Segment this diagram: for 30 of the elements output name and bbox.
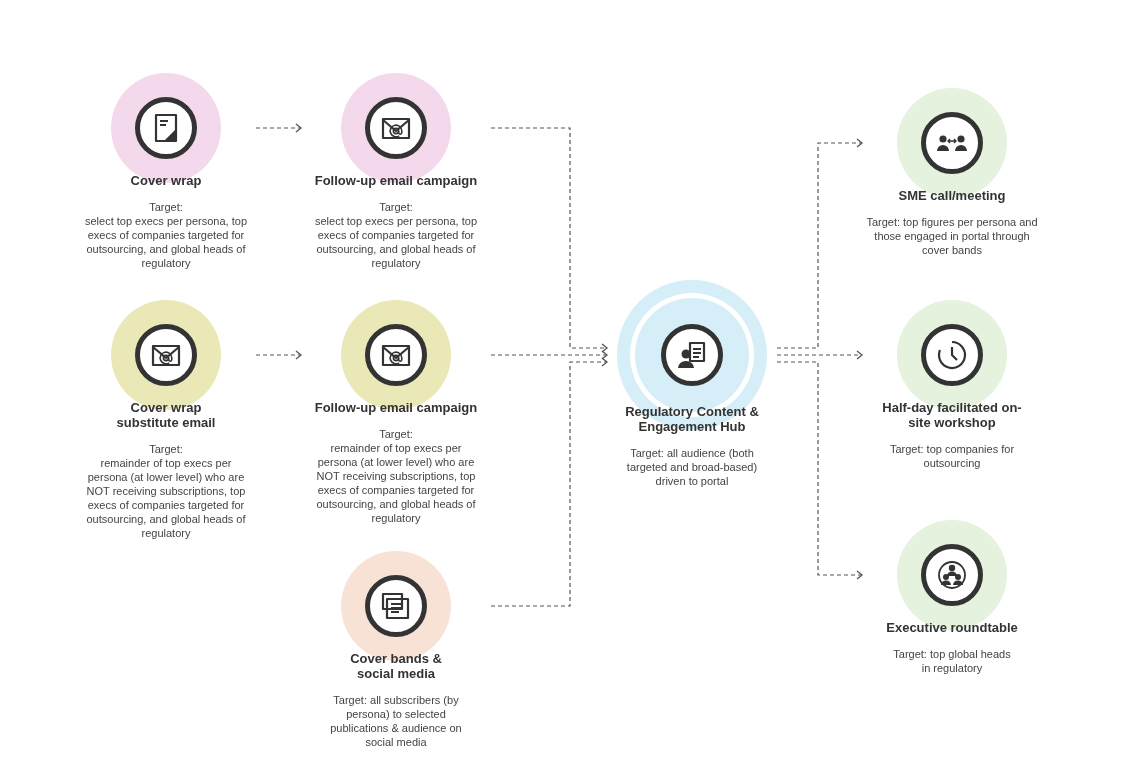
target-text: select top execs per persona, top execs of companies targeted for outsourcing, and global heads of regulatory	[313, 214, 478, 270]
target-text: Target: top figures per persona and those engaged in portal through cover bands	[866, 215, 1038, 257]
dashed-arrow	[255, 350, 302, 360]
dashed-arrow	[255, 123, 302, 133]
target-text: remainder of top execs per persona (at lower level) who are NOT receiving subscriptions, top execs of companies targeted for outsourcing, and global heads of regulatory	[315, 441, 477, 525]
dashed-arrow	[490, 357, 608, 607]
dashed-arrow	[776, 350, 863, 360]
node-title: Follow-up email campaign	[314, 400, 478, 415]
node-title: Executive roundtable	[886, 620, 1018, 635]
target-text: select top execs per persona, top execs of companies targeted for outsourcing, and global heads of regulatory	[83, 214, 248, 270]
node-title: Cover wrap	[130, 173, 202, 188]
target-text: remainder of top execs per persona (at lower level) who are NOT receiving subscriptions, top execs of companies targeted for outsourcing, and global heads of regulatory	[85, 456, 247, 540]
target-text: Target:	[149, 200, 183, 214]
node-title: Cover wrap substitute email	[115, 400, 217, 430]
target-text: Target:	[379, 200, 413, 214]
target-text: Target: all audience (both targeted and broad-based) driven to portal	[625, 446, 759, 488]
target-text: Target: top companies for outsourcing	[888, 442, 1016, 470]
dashed-arrow	[490, 350, 608, 360]
dashed-arrow	[490, 127, 608, 353]
target-text: Target:	[149, 442, 183, 456]
target-text: Target: all subscribers (by persona) to selected publications & audience on social media	[329, 693, 463, 749]
node-title: Cover bands & social media	[349, 651, 443, 681]
node-title: SME call/meeting	[898, 188, 1006, 203]
target-text: Target:	[379, 427, 413, 441]
target-text: Target: top global heads in regulatory	[892, 647, 1012, 675]
node-title: Half-day facilitated on-site workshop	[882, 400, 1022, 430]
node-title: Follow-up email campaign	[314, 173, 478, 188]
dashed-arrow	[776, 138, 863, 349]
node-title: Regulatory Content & Engagement Hub	[624, 404, 760, 434]
dashed-arrow	[776, 361, 863, 580]
